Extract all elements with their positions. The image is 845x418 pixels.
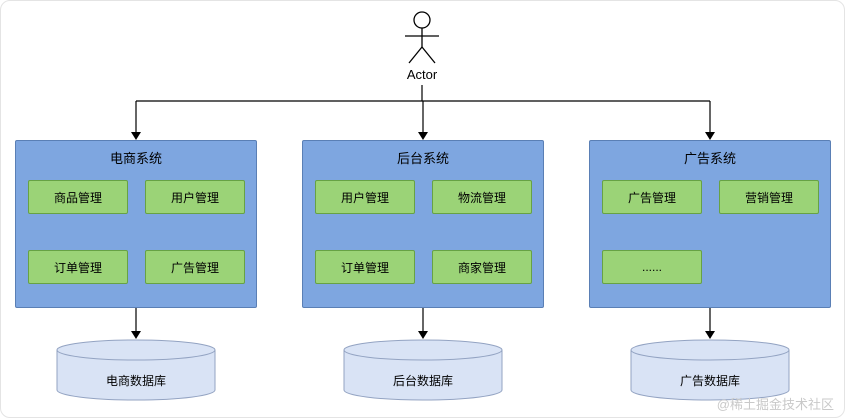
module-box: 商品管理 — [28, 180, 128, 214]
system-title: 广告系统 — [683, 151, 736, 166]
system-box-advertising: 广告系统 广告管理 营销管理 ...... — [589, 140, 831, 308]
database-cylinder-icon — [630, 339, 790, 401]
database-ecommerce: 电商数据库 — [56, 339, 216, 401]
watermark: @稀土掘金技术社区 — [716, 397, 834, 412]
module-box: ...... — [602, 250, 702, 284]
actor-label: Actor — [406, 67, 438, 82]
module-box: 商家管理 — [432, 250, 532, 284]
actor-icon — [405, 11, 439, 64]
module-box: 广告管理 — [145, 250, 245, 284]
module-box: 物流管理 — [432, 180, 532, 214]
module-box: 订单管理 — [28, 250, 128, 284]
module-box: 用户管理 — [145, 180, 245, 214]
database-cylinder-icon — [343, 339, 503, 401]
system-title: 电商系统 — [109, 151, 162, 166]
database-backend: 后台数据库 — [343, 339, 503, 401]
module-box: 订单管理 — [315, 250, 415, 284]
system-box-backend: 后台系统 用户管理 物流管理 订单管理 商家管理 — [302, 140, 544, 308]
system-box-ecommerce: 电商系统 商品管理 用户管理 订单管理 广告管理 — [15, 140, 257, 308]
module-box: 广告管理 — [602, 180, 702, 214]
database-label: 后台数据库 — [392, 374, 453, 388]
database-advertising: 广告数据库 — [630, 339, 790, 401]
database-label: 广告数据库 — [679, 374, 740, 388]
system-title: 后台系统 — [396, 151, 449, 166]
database-label: 电商数据库 — [105, 374, 166, 388]
module-box: 营销管理 — [719, 180, 819, 214]
module-box: 用户管理 — [315, 180, 415, 214]
database-cylinder-icon — [56, 339, 216, 401]
